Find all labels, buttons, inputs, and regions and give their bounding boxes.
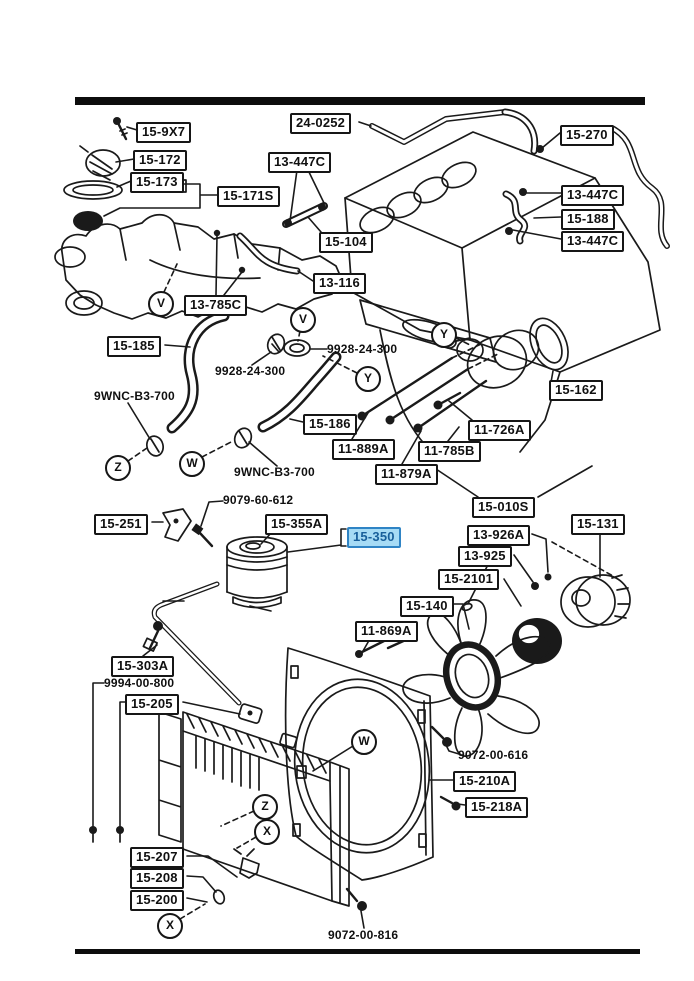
part-label-15-208-35[interactable]: 15-208 — [130, 868, 184, 889]
part-label-15-162-19[interactable]: 15-162 — [549, 380, 603, 401]
part-label-15-186-14[interactable]: 15-186 — [303, 414, 357, 435]
engine-block — [344, 131, 661, 453]
view-marker-w-6: W — [351, 729, 377, 755]
part-label-13-447c-5[interactable]: 13-447C — [268, 152, 332, 173]
part-label-11-879a-18[interactable]: 11-879A — [375, 464, 438, 485]
water-pipe — [142, 581, 242, 706]
part-label-15-350-24[interactable]: 15-350 — [347, 527, 401, 548]
part-label-15-355a-23[interactable]: 15-355A — [265, 514, 329, 535]
bottom-rule — [75, 949, 640, 954]
view-marker-z-4: Z — [105, 455, 131, 481]
part-label-15-185-13[interactable]: 15-185 — [107, 336, 161, 357]
part-label-13-785c-8[interactable]: 13-785C — [184, 295, 248, 316]
part-code-9072-00-616-6[interactable]: 9072-00-616 — [458, 748, 529, 762]
part-label-15-251-22[interactable]: 15-251 — [94, 514, 148, 535]
view-marker-v-0: V — [148, 291, 174, 317]
part-label-15-207-34[interactable]: 15-207 — [130, 847, 184, 868]
part-label-15-303a-30[interactable]: 15-303A — [111, 656, 175, 677]
part-label-11-889a-15[interactable]: 11-889A — [332, 439, 395, 460]
part-label-15-140-28[interactable]: 15-140 — [400, 596, 454, 617]
coolant-canister — [226, 536, 288, 609]
leader-lines — [92, 121, 614, 929]
part-label-15-131-21[interactable]: 15-131 — [571, 514, 625, 535]
part-label-15-010s-20[interactable]: 15-010S — [472, 497, 535, 518]
part-label-11-869a-29[interactable]: 11-869A — [355, 621, 418, 642]
part-code-9928-24-300-1[interactable]: 9928-24-300 — [327, 342, 398, 356]
part-label-11-785b-17[interactable]: 11-785B — [418, 441, 481, 462]
part-code-9072-00-816-7[interactable]: 9072-00-816 — [328, 928, 399, 942]
part-label-13-926a-25[interactable]: 13-926A — [467, 525, 531, 546]
part-label-15-104-6[interactable]: 15-104 — [319, 232, 373, 253]
part-label-15-173-2[interactable]: 15-173 — [130, 172, 184, 193]
view-marker-w-5: W — [179, 451, 205, 477]
part-code-9wnc-b3-700-3[interactable]: 9WNC-B3-700 — [234, 465, 315, 479]
part-label-15-188-11[interactable]: 15-188 — [561, 209, 615, 230]
part-label-15-172-1[interactable]: 15-172 — [133, 150, 187, 171]
part-label-13-925-26[interactable]: 13-925 — [458, 546, 512, 567]
part-label-15-2101-27[interactable]: 15-2101 — [438, 569, 500, 590]
bracket-and-bolt — [162, 508, 214, 548]
view-marker-z-7: Z — [252, 794, 278, 820]
part-label-11-726a-16[interactable]: 11-726A — [468, 420, 531, 441]
part-label-15-270-9[interactable]: 15-270 — [560, 125, 614, 146]
fan-shroud — [284, 647, 461, 881]
part-label-24-0252-4[interactable]: 24-0252 — [290, 113, 352, 134]
part-label-15-200-36[interactable]: 15-200 — [130, 890, 184, 911]
view-marker-x-9: X — [157, 913, 183, 939]
view-marker-x-8: X — [254, 819, 280, 845]
water-pump-pulley — [560, 574, 631, 628]
part-code-9079-60-612-4[interactable]: 9079-60-612 — [223, 493, 294, 507]
part-label-15-171s-3[interactable]: 15-171S — [217, 186, 280, 207]
view-marker-y-3: Y — [355, 366, 381, 392]
view-marker-v-1: V — [290, 307, 316, 333]
part-label-13-447c-12[interactable]: 13-447C — [561, 231, 625, 252]
part-code-9994-00-800-5[interactable]: 9994-00-800 — [104, 676, 175, 690]
part-label-13-116-7[interactable]: 13-116 — [313, 273, 366, 294]
part-code-9wnc-b3-700-2[interactable]: 9WNC-B3-700 — [94, 389, 175, 403]
hoses-top — [236, 108, 670, 275]
top-rule — [75, 97, 645, 105]
view-marker-y-2: Y — [431, 322, 457, 348]
radiator-hoses — [146, 310, 342, 457]
part-code-9928-24-300-0[interactable]: 9928-24-300 — [215, 364, 286, 378]
cooling-fan — [355, 573, 552, 757]
part-label-15-205-31[interactable]: 15-205 — [125, 694, 179, 715]
part-label-15-210a-32[interactable]: 15-210A — [453, 771, 517, 792]
part-label-15-218a-33[interactable]: 15-218A — [465, 797, 529, 818]
part-label-13-447c-10[interactable]: 13-447C — [561, 185, 625, 206]
part-label-15-9x7-0[interactable]: 15-9X7 — [136, 122, 192, 143]
